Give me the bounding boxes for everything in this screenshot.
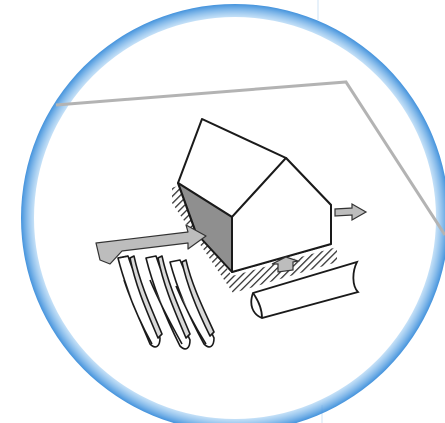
passive-house-diagram [0,0,445,423]
diagram-canvas [0,0,445,423]
